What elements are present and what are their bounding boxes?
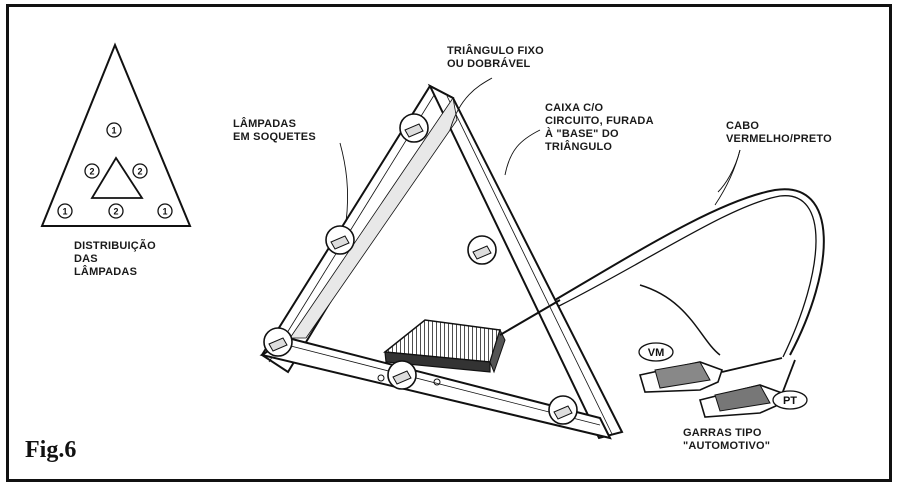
svg-text:1: 1 [62, 207, 67, 217]
lamp-marker-right-mid: 2 [132, 163, 148, 179]
lamp-socket-left [325, 225, 355, 255]
circuit-box [383, 299, 561, 374]
svg-text:1: 1 [162, 207, 167, 217]
leader-lines [339, 77, 741, 223]
clamp-red: VM [638, 342, 783, 393]
figure-number: Fig.6 [25, 437, 77, 463]
lamp-marker-bottom-mid: 2 [108, 203, 124, 219]
svg-text:VM: VM [648, 347, 665, 359]
fixed-triangle-label: TRIÂNGULO FIXO OU DOBRÁVEL [447, 45, 544, 70]
lamps-in-sockets-label: LÂMPADAS EM SOQUETES [233, 118, 316, 143]
lamp-socket-bottom-right [548, 395, 578, 425]
lamp-distribution-label: DISTRIBUIÇÃO DAS LÂMPADAS [74, 240, 156, 278]
svg-text:2: 2 [113, 207, 118, 217]
lamp-marker-left-mid: 2 [84, 163, 100, 179]
red-black-cable [554, 188, 825, 358]
automotive-clamps-label: GARRAS TIPO "AUTOMOTIVO" [683, 427, 771, 452]
lamp-socket-bottom-left [263, 327, 293, 357]
svg-text:2: 2 [137, 167, 142, 177]
warning-triangle [259, 83, 624, 440]
svg-text:1: 1 [111, 126, 116, 136]
lamp-socket-bottom-mid [377, 360, 441, 390]
lamp-socket-right [467, 235, 497, 265]
circuit-box-label: CAIXA C/O CIRCUITO, FURADA À "BASE" DO T… [545, 102, 654, 153]
lamp-marker-bottom-left: 1 [57, 203, 73, 219]
cable-label: CABO VERMELHO/PRETO [726, 120, 832, 145]
clamp-black: PT [698, 359, 808, 418]
lamp-socket-top [399, 113, 429, 143]
svg-text:2: 2 [89, 167, 94, 177]
svg-text:PT: PT [783, 395, 797, 407]
lamp-marker-bottom-right: 1 [157, 203, 173, 219]
lamp-marker-top: 1 [106, 122, 122, 138]
lamp-distribution-diagram: 1 2 2 1 2 1 [40, 42, 192, 227]
